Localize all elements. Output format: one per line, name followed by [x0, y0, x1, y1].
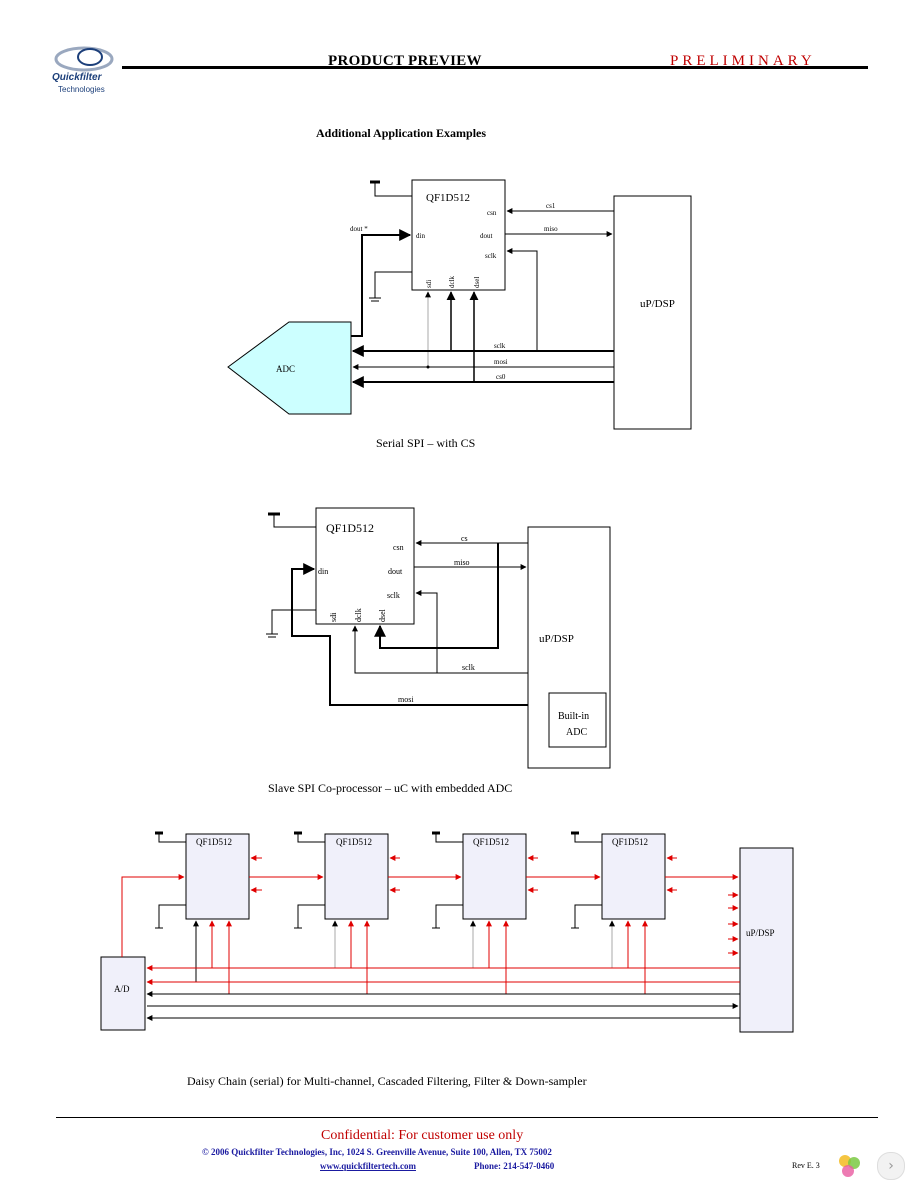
logo-subtitle: Technologies [58, 85, 105, 94]
chip-label: QF1D512 [196, 837, 232, 847]
svg-text:dclk: dclk [354, 608, 363, 622]
svg-text:sclk: sclk [485, 252, 497, 260]
svg-text:dsel: dsel [378, 608, 387, 622]
svg-text:Built-in: Built-in [558, 711, 589, 722]
svg-text:csn: csn [393, 543, 404, 552]
svg-text:dout *: dout * [350, 225, 368, 233]
logo-swoosh-icon [54, 46, 114, 72]
svg-text:dout: dout [388, 567, 403, 576]
svg-text:mosi: mosi [494, 358, 508, 366]
chip-label: QF1D512 [426, 192, 470, 204]
svg-text:sdi: sdi [425, 280, 433, 288]
svg-text:dsel: dsel [473, 277, 481, 288]
chip-label: QF1D512 [336, 837, 372, 847]
svg-text:din: din [416, 232, 425, 240]
confidential-notice: Confidential: For customer use only [321, 1128, 524, 1143]
svg-text:dclk: dclk [448, 275, 456, 288]
company-logo: Quickfilter Technologies [50, 44, 118, 100]
adc-label: ADC [276, 364, 295, 374]
qf1d512-chip [411, 179, 506, 291]
svg-text:cs: cs [461, 534, 468, 543]
ad-label: A/D [114, 984, 130, 994]
next-page-button[interactable]: › [877, 1152, 905, 1180]
caption-diagram2: Slave SPI Co-processor – uC with embedde… [268, 781, 513, 795]
up-dsp-block [613, 195, 692, 430]
ad-block [100, 956, 146, 1031]
svg-text:dout: dout [480, 232, 493, 240]
chip-label: QF1D512 [612, 837, 648, 847]
svg-text:sclk: sclk [387, 591, 400, 600]
footer-phone: Phone: 214-547-0460 [474, 1161, 555, 1171]
svg-text:csn: csn [487, 209, 497, 217]
svg-text:miso: miso [544, 225, 558, 233]
header-rule [122, 66, 868, 69]
svg-text:din: din [318, 567, 328, 576]
processor-label: uP/DSP [539, 633, 574, 645]
svg-text:mosi: mosi [398, 695, 414, 704]
svg-text:cs0: cs0 [496, 373, 506, 381]
footer-rule [56, 1117, 878, 1118]
footer-address: © 2006 Quickfilter Technologies, Inc, 10… [202, 1147, 552, 1157]
chevron-right-icon: › [888, 1158, 894, 1174]
builtin-adc-block [548, 692, 607, 748]
chip-label: QF1D512 [473, 837, 509, 847]
svg-text:miso: miso [454, 558, 470, 567]
svg-text:cs1: cs1 [546, 202, 556, 210]
chip-label: QF1D512 [326, 521, 374, 535]
chip-group-2 [294, 831, 389, 929]
chip-group-4 [571, 831, 666, 929]
chip-group-1 [155, 831, 250, 929]
viewer-logo-icon [834, 1150, 864, 1180]
svg-text:sclk: sclk [462, 663, 475, 672]
processor-label: uP/DSP [746, 928, 775, 938]
adc-block [227, 321, 352, 415]
logo-name: Quickfilter [52, 72, 102, 83]
svg-text:sdi: sdi [329, 612, 338, 622]
caption-diagram3: Daisy Chain (serial) for Multi-channel, … [187, 1074, 587, 1088]
header-title: PRODUCT PREVIEW [328, 53, 482, 69]
processor-label: uP/DSP [640, 298, 675, 310]
qf1d512-chip [315, 507, 415, 625]
section-title: Additional Application Examples [316, 126, 487, 140]
footer-website-link[interactable]: www.quickfiltertech.com [320, 1161, 416, 1171]
chip-group-3 [432, 831, 527, 929]
svg-text:sclk: sclk [494, 342, 506, 350]
up-dsp-block [739, 847, 794, 1033]
svg-text:ADC: ADC [566, 727, 587, 738]
revision-label: Rev E. 3 [792, 1161, 820, 1170]
caption-diagram1: Serial SPI – with CS [376, 436, 476, 450]
header-status: PRELIMINARY [670, 53, 816, 69]
